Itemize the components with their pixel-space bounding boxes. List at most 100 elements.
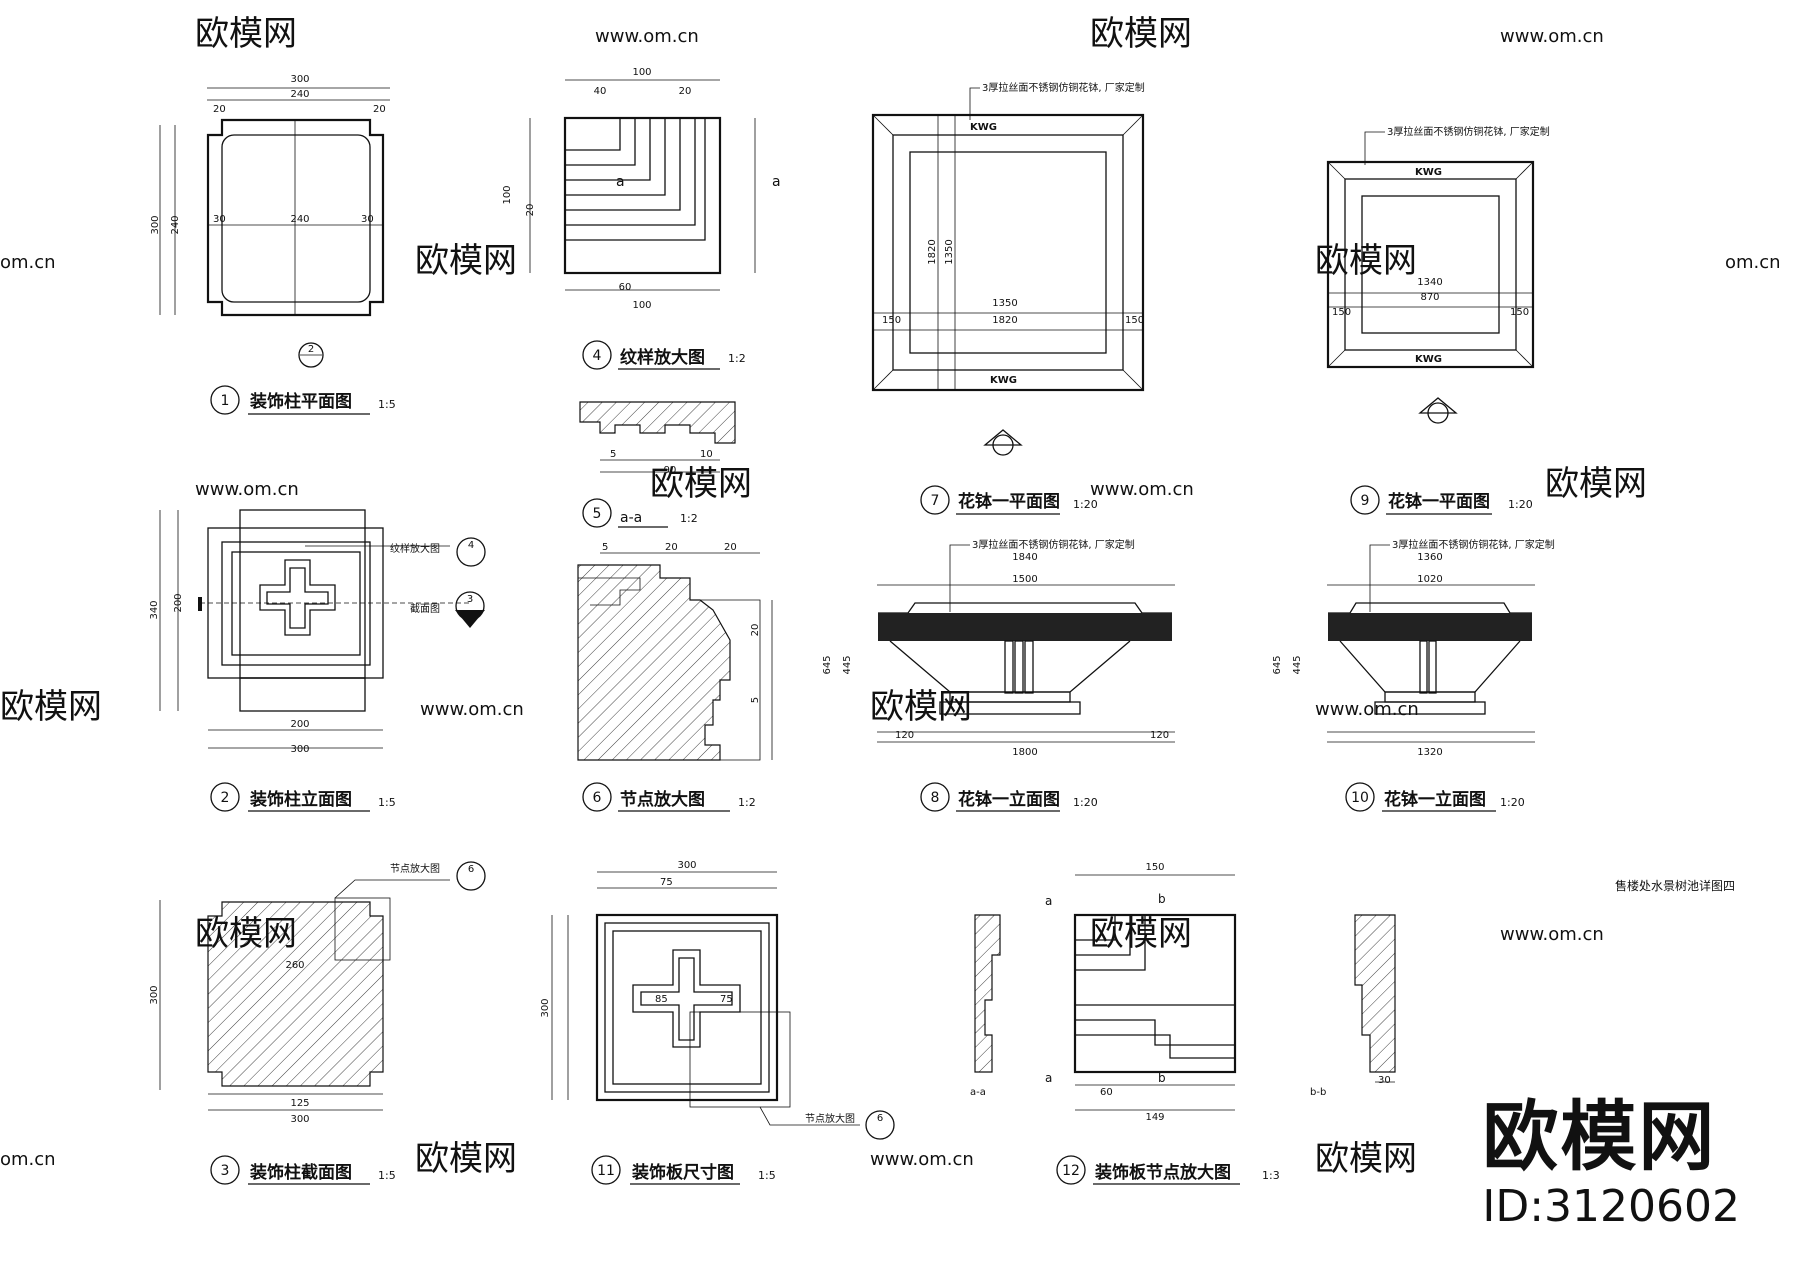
dim-label: 1350 [944,239,955,264]
logo-text: KWG [1415,167,1442,178]
view-title: 节点放大图 [620,789,705,810]
callout-note: 3厚拉丝面不锈钢仿铜花钵, 厂家定制 [982,81,1145,94]
view-title: 装饰柱截面图 [249,1162,352,1183]
logo-text: KWG [970,122,997,133]
callout-label: 纹样放大图 [390,542,440,555]
dim-label: 20 [724,542,737,553]
svg-text:4: 4 [468,540,474,551]
dim-label: 60 [619,282,632,293]
svg-text:3: 3 [467,594,473,605]
view-scale: 1:5 [378,1169,396,1182]
dim-label: 200 [290,719,309,730]
view-number: 7 [931,493,940,509]
view-scale: 1:2 [728,352,746,365]
dim-label: 5 [750,697,761,703]
view-scale: 1:5 [758,1169,776,1182]
dim-label: 30 [213,214,226,225]
watermark: 欧模网 [1545,464,1647,504]
view-title: 装饰柱立面图 [249,789,352,810]
dim-label: 300 [540,998,551,1017]
svg-text:6: 6 [877,1113,883,1124]
dim-label: 240 [170,215,181,234]
dim-label: 20 [213,104,226,115]
callout-label: 截面图 [410,602,440,615]
dim-label: 120 [1150,730,1169,741]
view-number: 2 [221,790,230,806]
view-10-planter-elevation: 1360 1020 1320 645 445 3厚拉丝面不锈钢仿铜花钵, 厂家定… [1272,538,1555,812]
dim-label: 1500 [1012,574,1037,585]
view-title: 装饰板节点放大图 [1094,1162,1231,1183]
view-12-panel-node-detail: a-a 150 149 60 a a b b b-b 30 12 装饰板节点放大… [970,862,1396,1185]
view-8-planter-elevation: 1840 1500 1800 120 120 645 445 3厚拉丝面不锈钢仿… [822,538,1175,812]
section-mark: b [1158,892,1166,906]
section-mark: b [1158,1071,1166,1085]
callout-note: 3厚拉丝面不锈钢仿铜花钵, 厂家定制 [972,538,1135,551]
dim-label: 300 [290,744,309,755]
view-3-column-section: 300 300 260 125 节点放大图 6 3 装饰柱截面图 1:5 [149,861,486,1185]
dim-label: 300 [150,215,161,234]
view-title: 花钵一立面图 [958,789,1060,810]
dim-label: 149 [1145,1112,1164,1123]
watermark-url: om.cn [0,1149,56,1170]
view-title: 装饰板尺寸图 [631,1162,734,1183]
brand-name: 欧模网 [1482,1092,1717,1181]
watermark: 欧模网 [1090,914,1192,954]
watermark: 欧模网 [0,687,102,727]
dim-label: 150 [1332,307,1351,318]
dim-label: 300 [677,860,696,871]
dim-label: 100 [502,185,513,204]
dim-label: 200 [173,593,184,612]
view-number: 9 [1361,493,1370,509]
dim-label: 20 [679,86,692,97]
callout-note: 3厚拉丝面不锈钢仿铜花钵, 厂家定制 [1387,125,1550,138]
dim-label: 75 [660,877,673,888]
view-number: 3 [221,1163,230,1179]
dim-label: 10 [700,449,713,460]
view-title: 装饰柱平面图 [249,391,352,412]
dim-label: 1800 [1012,747,1037,758]
section-mark: a [1045,1071,1052,1085]
view-scale: 1:20 [1073,796,1098,809]
section-mark: a [1045,894,1052,908]
view-2-column-elevation: 340 200 200 300 纹样放大图 4 截面图 3 2 装饰柱立面图 1… [149,509,486,812]
view-6-node-detail: 5 20 20 20 5 6 节点放大图 1:2 [577,542,773,812]
watermark-url: www.om.cn [870,1149,974,1170]
logo-text: KWG [990,375,1017,386]
dim-label: 150 [1145,862,1164,873]
view-scale: 1:20 [1500,796,1525,809]
dim-label: 20 [373,104,386,115]
dim-label: 20 [750,624,761,637]
view-title: 花钵一立面图 [1384,789,1486,810]
section-label: a-a [970,1087,986,1098]
dim-label: 100 [632,300,651,311]
section-mark: a [772,174,781,190]
dim-label: 120 [895,730,914,741]
view-11-decorative-panel: 300 300 75 85 75 节点放大图 6 11 装饰板尺寸图 1:5 [540,860,895,1185]
view-scale: 1:2 [680,512,698,525]
dim-label: 20 [665,542,678,553]
watermark: 欧模网 [870,687,972,727]
dim-label: 150 [882,315,901,326]
watermark: 欧模网 [1090,14,1192,54]
callout-note: 3厚拉丝面不锈钢仿铜花钵, 厂家定制 [1392,538,1555,551]
view-number: 8 [931,790,940,806]
dim-label: 150 [1510,307,1529,318]
view-scale: 1:2 [738,796,756,809]
dim-label: 85 [655,994,668,1005]
brand-id: ID:3120602 [1482,1181,1740,1232]
dim-label: 1020 [1417,574,1442,585]
watermark-url: om.cn [1725,252,1781,273]
watermark-url: om.cn [0,252,56,273]
dim-label: 5 [602,542,608,553]
view-1-column-plan: 300 20 240 20 300 240 240 30 30 2 1 装饰柱平… [150,74,396,415]
dim-label: 150 [1125,315,1144,326]
dim-label: 30 [1378,1075,1391,1086]
view-5-section-aa: 90 5 10 5 a-a 1:2 [579,401,736,528]
section-label: b-b [1310,1087,1326,1098]
view-scale: 1:20 [1073,498,1098,511]
view-number: 5 [593,506,602,522]
brand-block: 欧模网 ID:3120602 [1482,1092,1740,1233]
dim-label: 445 [1292,655,1303,674]
view-9-planter-plan: 1340 870 150 150 KWG KWG 3厚拉丝面不锈钢仿铜花钵, 厂… [1326,125,1550,515]
